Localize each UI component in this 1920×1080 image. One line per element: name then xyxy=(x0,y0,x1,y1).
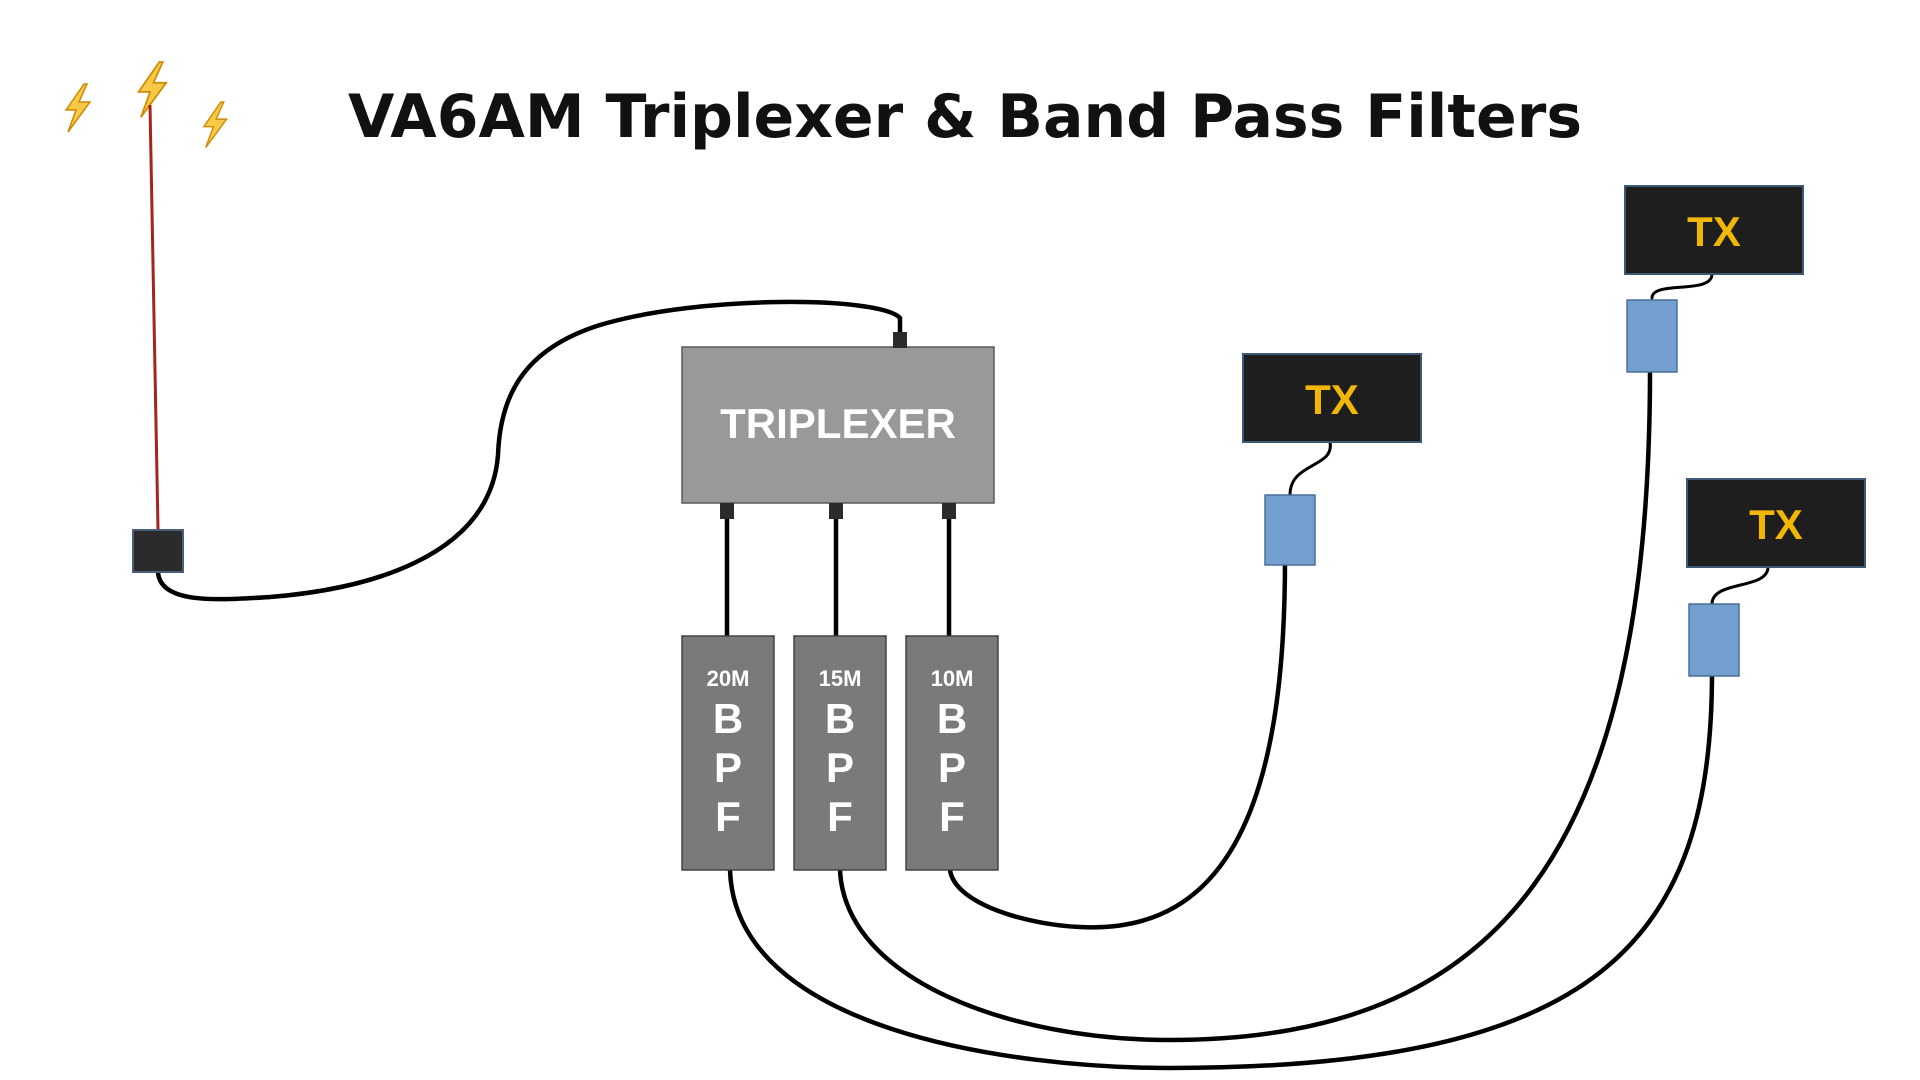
page-title: VA6AM Triplexer & Band Pass Filters xyxy=(348,82,1582,152)
triplexer-label: TRIPLEXER xyxy=(720,400,956,447)
lightning-bolts xyxy=(64,61,229,149)
tx-box xyxy=(1686,478,1866,568)
bpf-15m-to-tx2-cable xyxy=(837,367,1653,1043)
lightning-bolt-icon xyxy=(64,83,92,133)
transmitter-1: TX xyxy=(1242,353,1422,443)
bpf-10m: 10M B P F xyxy=(905,635,999,871)
tx2-adapter xyxy=(1626,299,1678,373)
bpf-letter: P xyxy=(714,744,742,791)
bpf-letter: F xyxy=(715,793,741,840)
bpf-letter: P xyxy=(826,744,854,791)
bpf-20m-to-tx3-cable xyxy=(727,670,1715,1071)
bpf-box xyxy=(793,635,887,871)
bpf-box xyxy=(681,635,775,871)
tx-label: TX xyxy=(1687,208,1741,255)
transmitter-3: TX xyxy=(1686,478,1866,568)
tx3-lead xyxy=(1710,565,1770,606)
antenna-connector xyxy=(132,529,184,573)
tx-label: TX xyxy=(1749,501,1803,548)
tx1-lead xyxy=(1288,440,1332,497)
tx3-adapter xyxy=(1688,603,1740,677)
bpf-box xyxy=(905,635,999,871)
tx-box xyxy=(1242,353,1422,443)
tx2-lead xyxy=(1650,272,1714,300)
tx-label: TX xyxy=(1305,376,1359,423)
bpf-band-label: 20M xyxy=(707,666,750,691)
triplexer: TRIPLEXER xyxy=(681,332,995,519)
bpf-band-label: 10M xyxy=(931,666,974,691)
triplexer-port-10m xyxy=(942,503,956,519)
transmitter-2: TX xyxy=(1624,185,1804,275)
bpf-20m: 20M B P F xyxy=(681,635,775,871)
lightning-bolt-icon xyxy=(202,101,229,149)
bpf-10m-to-tx1-cable xyxy=(947,557,1288,930)
triplexer-port-20m xyxy=(720,503,734,519)
antenna-feedline-cable xyxy=(155,299,903,602)
bpf-letter: B xyxy=(937,695,967,742)
bpf-letter: F xyxy=(939,793,965,840)
bpf-15m: 15M B P F xyxy=(793,635,887,871)
tx1-adapter xyxy=(1264,494,1316,566)
triplexer-port-15m xyxy=(829,503,843,519)
bpf-band-label: 15M xyxy=(819,666,862,691)
bpf-letter: F xyxy=(827,793,853,840)
tx-box xyxy=(1624,185,1804,275)
bpf-letter: B xyxy=(825,695,855,742)
triplexer-antenna-port xyxy=(893,332,907,348)
bpf-letter: P xyxy=(938,744,966,791)
antenna-icon xyxy=(148,104,160,531)
bpf-letter: B xyxy=(713,695,743,742)
lightning-bolt-icon xyxy=(136,61,168,118)
